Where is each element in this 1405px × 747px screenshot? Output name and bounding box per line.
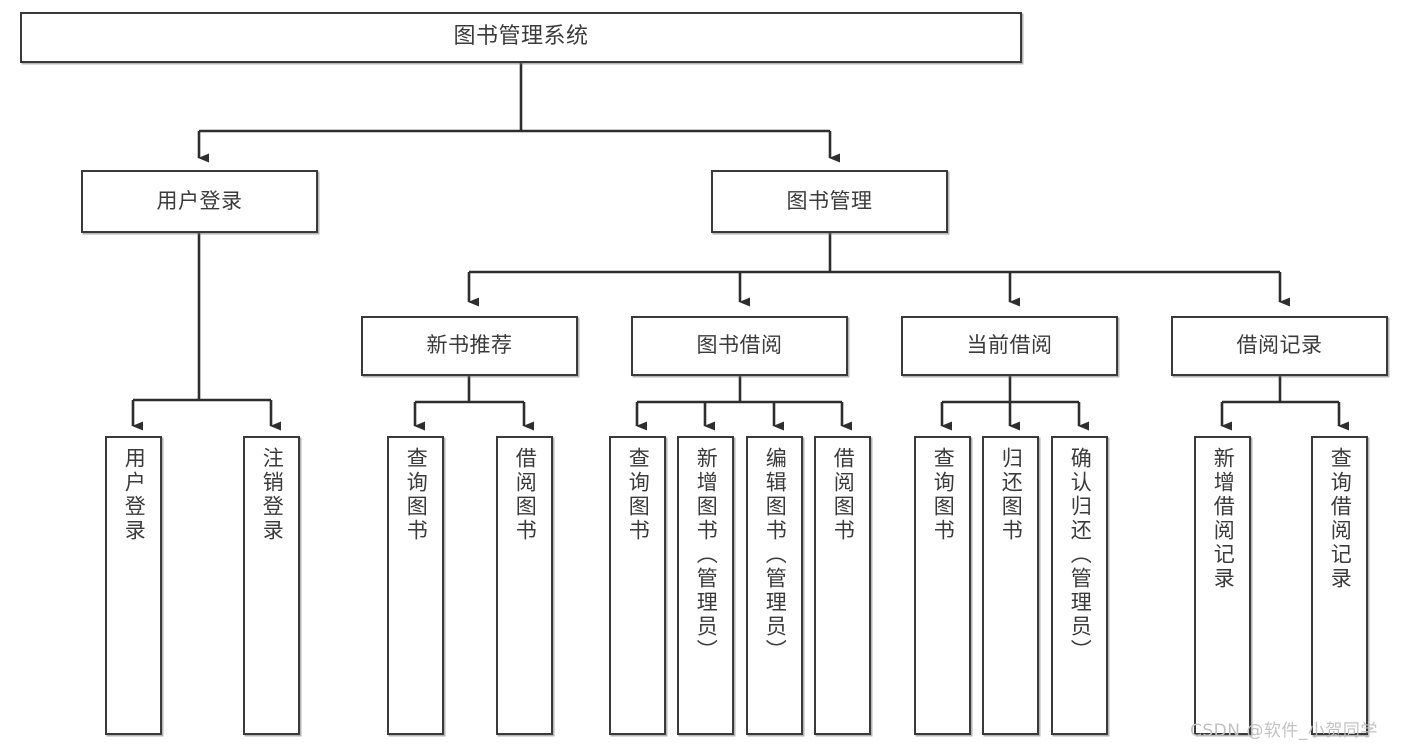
node-current-borrow[interactable]: 当前借阅 bbox=[901, 316, 1118, 376]
node-user-login[interactable]: 用户登录 bbox=[81, 170, 318, 233]
node-borrow-record[interactable]: 借阅记录 bbox=[1171, 316, 1388, 376]
node-label: 新增借阅记录 bbox=[1211, 447, 1236, 591]
leaf-user-login-login[interactable]: 用户登录 bbox=[105, 436, 162, 735]
leaf-new-book-borrow-book[interactable]: 借阅图书 bbox=[496, 436, 553, 735]
leaf-borrow-record-query-record[interactable]: 查询借阅记录 bbox=[1311, 436, 1368, 735]
leaf-book-borrow-add-book-admin[interactable]: 新增图书（管理员） bbox=[677, 436, 734, 735]
node-label: 借阅记录 bbox=[1236, 333, 1323, 358]
leaf-current-borrow-query-book[interactable]: 查询图书 bbox=[914, 436, 971, 735]
leaf-new-book-query-book[interactable]: 查询图书 bbox=[387, 436, 444, 735]
node-label: 确认归还（管理员） bbox=[1068, 447, 1093, 663]
node-label: 用户登录 bbox=[122, 447, 147, 543]
node-label: 图书管理系统 bbox=[453, 24, 589, 50]
node-label: 新增图书（管理员） bbox=[694, 447, 719, 663]
node-label: 查询图书 bbox=[931, 447, 956, 543]
node-label: 编辑图书（管理员） bbox=[763, 447, 788, 663]
node-label: 图书借阅 bbox=[696, 333, 783, 358]
leaf-current-borrow-confirm-return-admin[interactable]: 确认归还（管理员） bbox=[1051, 436, 1108, 735]
node-label: 图书管理 bbox=[786, 188, 873, 213]
leaf-borrow-record-add-record[interactable]: 新增借阅记录 bbox=[1194, 436, 1251, 735]
node-label: 注销登录 bbox=[260, 447, 285, 543]
leaf-book-borrow-edit-book-admin[interactable]: 编辑图书（管理员） bbox=[746, 436, 803, 735]
leaf-current-borrow-return-book[interactable]: 归还图书 bbox=[982, 436, 1039, 735]
node-label: 查询图书 bbox=[626, 447, 651, 543]
csdn-watermark: CSDN @软件_小贺同学 bbox=[1190, 716, 1378, 741]
node-label: 借阅图书 bbox=[831, 447, 856, 543]
leaf-book-borrow-borrow-book[interactable]: 借阅图书 bbox=[814, 436, 871, 735]
watermark-text: CSDN @软件_小贺同学 bbox=[1190, 721, 1378, 741]
node-label: 当前借阅 bbox=[966, 333, 1053, 358]
node-book-borrow[interactable]: 图书借阅 bbox=[631, 316, 848, 376]
node-label: 借阅图书 bbox=[513, 447, 538, 543]
node-label: 归还图书 bbox=[999, 447, 1024, 543]
node-new-book-recommend[interactable]: 新书推荐 bbox=[361, 316, 578, 376]
node-label: 查询借阅记录 bbox=[1328, 447, 1353, 591]
leaf-book-borrow-query-book[interactable]: 查询图书 bbox=[609, 436, 666, 735]
node-book-management[interactable]: 图书管理 bbox=[711, 170, 948, 233]
node-label: 用户登录 bbox=[156, 188, 243, 213]
leaf-user-login-logout[interactable]: 注销登录 bbox=[243, 436, 300, 735]
node-label: 新书推荐 bbox=[426, 333, 513, 358]
node-label: 查询图书 bbox=[404, 447, 429, 543]
node-book-management-system[interactable]: 图书管理系统 bbox=[20, 12, 1022, 63]
